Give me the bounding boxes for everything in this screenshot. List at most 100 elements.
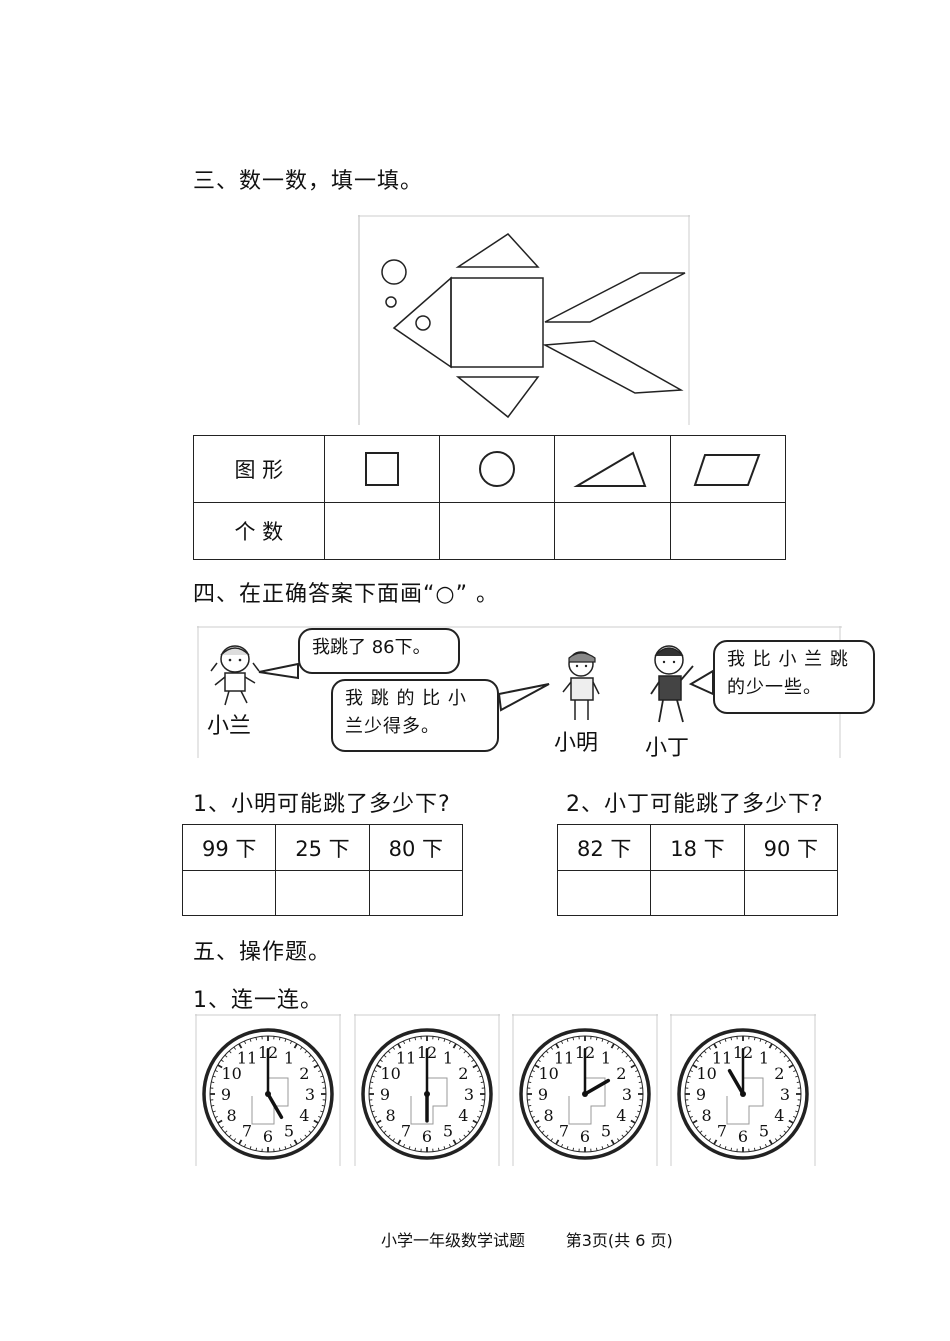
row-label-count: 个 数 (193, 502, 325, 560)
clock-numeral-3: 3 (305, 1085, 315, 1104)
clock-numeral-3: 3 (622, 1085, 632, 1104)
q2-answer-cell-2[interactable] (650, 870, 745, 916)
clock-numeral-2: 2 (616, 1064, 626, 1083)
clock-numeral-9: 9 (221, 1085, 231, 1104)
q2-option-3: 90 下 (743, 824, 839, 871)
clock-numeral-4: 4 (774, 1106, 784, 1125)
clock-numeral-8: 8 (544, 1106, 554, 1125)
name-xiaoming: 小明 (554, 731, 599, 756)
hour-hand (727, 1068, 745, 1096)
fish-body (450, 277, 544, 368)
clock-numeral-11: 11 (396, 1049, 416, 1068)
q1-answer-cell-2[interactable] (275, 870, 370, 916)
fish-tail-upper (544, 272, 686, 323)
xiaoming-figure (562, 651, 600, 720)
triangle-icon (573, 451, 647, 487)
page-footer: 小学一年级数学试题 第3页(共 6 页) (381, 1231, 673, 1250)
clock-numeral-7: 7 (242, 1121, 252, 1140)
name-xiaolan: 小兰 (207, 714, 252, 739)
clock-numeral-1: 1 (601, 1049, 611, 1068)
clock-numeral-7: 7 (559, 1121, 569, 1140)
count-cell-square[interactable] (323, 502, 440, 560)
clock-numeral-6: 6 (263, 1127, 273, 1146)
xiaoding-figure (650, 645, 694, 723)
q2-options-table: 82 下 18 下 90 下 (556, 824, 839, 916)
q1-option-2: 25 下 (275, 824, 370, 871)
clock-numeral-10: 10 (380, 1064, 400, 1083)
q1-option-1: 99 下 (181, 824, 277, 871)
clock-numeral-1: 1 (284, 1049, 294, 1068)
q2-option-1: 82 下 (556, 824, 652, 871)
clock-numeral-8: 8 (386, 1106, 396, 1125)
clock-numeral-9: 9 (380, 1085, 390, 1104)
clock-numeral-8: 8 (702, 1106, 712, 1125)
clock-numeral-11: 11 (554, 1049, 574, 1068)
clock-numeral-6: 6 (580, 1127, 590, 1146)
count-cell-parallelogram[interactable] (669, 502, 787, 560)
clock-numeral-10: 10 (221, 1064, 241, 1083)
jump-rope-illustration: 我跳了 86下。 我 跳 的 比 小 兰少得多。 我 比 小 兰 跳 的少一些。… (197, 626, 875, 761)
clock-numeral-5: 5 (601, 1121, 611, 1140)
clock-numeral-5: 5 (284, 1121, 294, 1140)
clock-numeral-6: 6 (422, 1127, 432, 1146)
q2-option-2: 18 下 (650, 824, 745, 871)
clock-numeral-5: 5 (759, 1121, 769, 1140)
clock-numeral-3: 3 (780, 1085, 790, 1104)
circle-icon (478, 451, 515, 487)
section-5-heading: 五、操作题。 (193, 940, 332, 965)
clock-numeral-8: 8 (227, 1106, 237, 1125)
section-5-subheading: 1、连一连。 (193, 988, 323, 1013)
hour-hand (583, 1078, 611, 1096)
q1-option-3: 80 下 (368, 824, 464, 871)
hour-hand (266, 1092, 284, 1120)
fish-bubble-large (381, 259, 407, 285)
speech-bubble-xiaoding: 我 比 小 兰 跳 的少一些。 (713, 640, 875, 714)
count-cell-triangle[interactable] (553, 502, 671, 560)
fish-figure (358, 215, 690, 425)
clock-numeral-7: 7 (401, 1121, 411, 1140)
q2-answer-cell-3[interactable] (743, 870, 839, 916)
q1-answer-cell-1[interactable] (181, 870, 277, 916)
q1-answer-cell-3[interactable] (368, 870, 464, 916)
question-1: 1、小明可能跳了多少下? (193, 792, 451, 817)
clock-numeral-10: 10 (538, 1064, 558, 1083)
section-4-heading: 四、在正确答案下面画“○” 。 (193, 582, 499, 607)
fish-bubble-small (385, 296, 397, 308)
clock-numeral-9: 9 (538, 1085, 548, 1104)
clock-numeral-11: 11 (712, 1049, 732, 1068)
count-cell-circle[interactable] (438, 502, 555, 560)
clock-numeral-2: 2 (458, 1064, 468, 1083)
clock-numeral-5: 5 (443, 1121, 453, 1140)
clock-numeral-4: 4 (616, 1106, 626, 1125)
fish-top-fin (455, 233, 540, 268)
clock-numeral-1: 1 (759, 1049, 769, 1068)
clock-numeral-2: 2 (299, 1064, 309, 1083)
clock-numeral-1: 1 (443, 1049, 453, 1068)
square-icon (364, 452, 399, 486)
question-2: 2、小丁可能跳了多少下? (566, 792, 824, 817)
section-3-heading: 三、数一数，填一填。 (193, 169, 424, 194)
fish-eye (415, 315, 431, 331)
q1-options-table: 99 下 25 下 80 下 (181, 824, 464, 916)
fish-head (392, 276, 452, 369)
row-label-shapes: 图 形 (193, 435, 325, 503)
clock-numeral-9: 9 (696, 1085, 706, 1104)
clock-numeral-7: 7 (717, 1121, 727, 1140)
fish-tail-lower (542, 340, 684, 394)
clock-numeral-4: 4 (458, 1106, 468, 1125)
xiaolan-figure (210, 645, 260, 706)
shape-count-table: 图 形 个 数 (193, 435, 787, 560)
name-xiaoding: 小丁 (645, 736, 690, 761)
clock-numeral-2: 2 (774, 1064, 784, 1083)
speech-bubble-xiaoming: 我 跳 的 比 小 兰少得多。 (331, 679, 499, 752)
clock-numeral-4: 4 (299, 1106, 309, 1125)
clock-numeral-11: 11 (237, 1049, 257, 1068)
fish-bottom-fin (455, 376, 540, 419)
speech-bubble-xiaolan: 我跳了 86下。 (298, 628, 460, 674)
clock-numeral-3: 3 (464, 1085, 474, 1104)
q2-answer-cell-1[interactable] (556, 870, 652, 916)
